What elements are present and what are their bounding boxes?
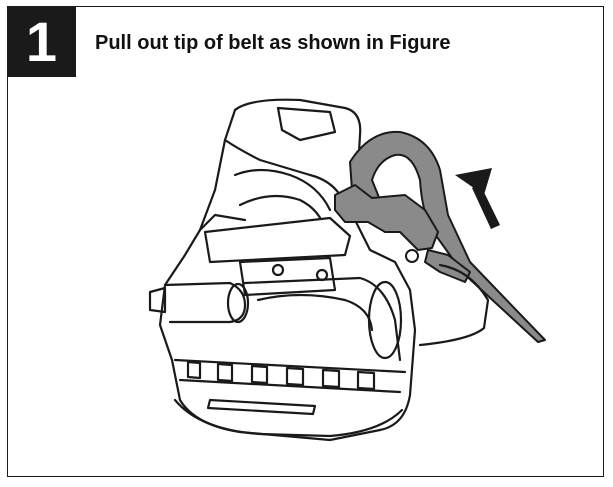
pedal-illustration — [148, 98, 546, 442]
step-number-badge: 1 — [7, 6, 76, 77]
instruction-text: Pull out tip of belt as shown in Figure — [95, 32, 451, 54]
arrow-up-right-icon — [455, 168, 500, 229]
